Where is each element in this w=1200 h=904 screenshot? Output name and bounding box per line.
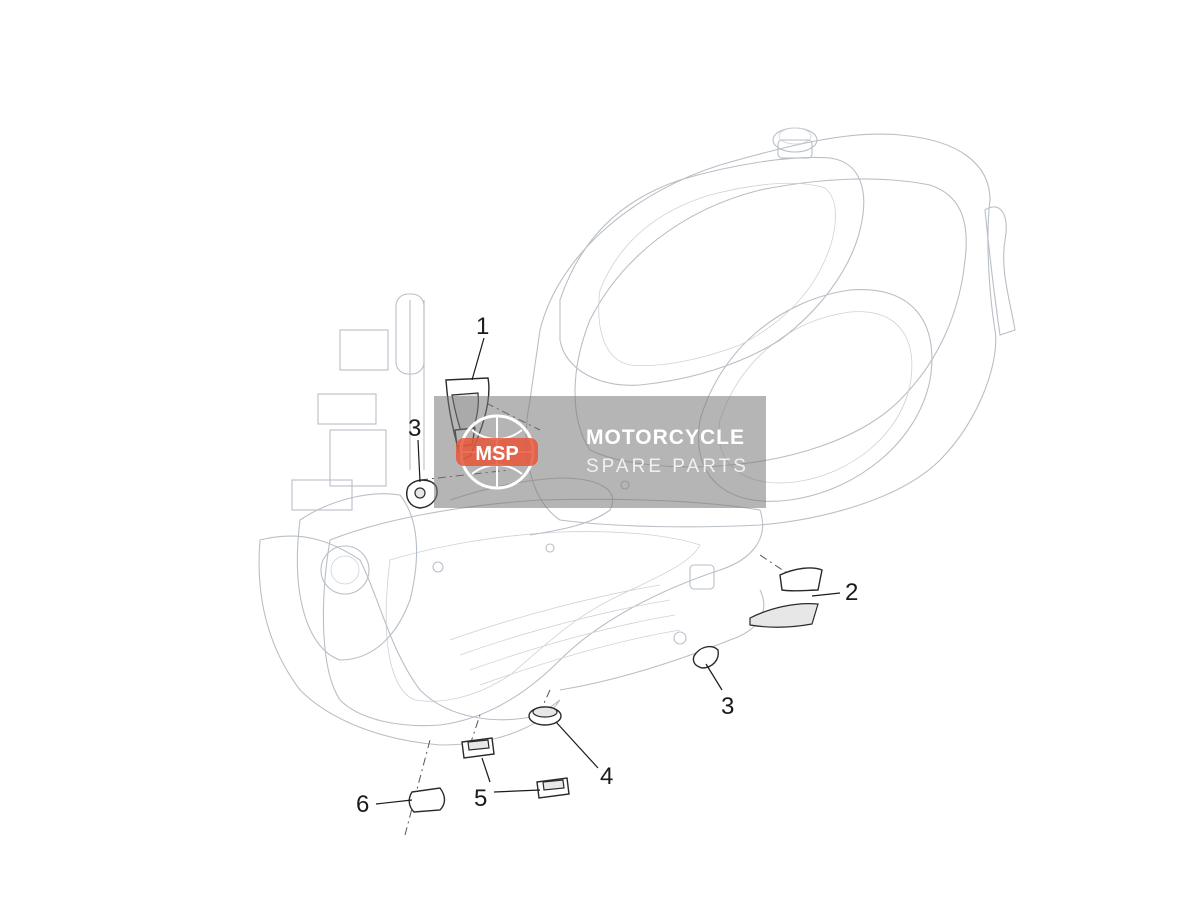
part-6-shape <box>408 787 446 813</box>
part-5-upper-shape <box>461 737 495 759</box>
leader-lines <box>375 337 841 805</box>
callout-6: 6 <box>356 791 369 818</box>
leader-6 <box>375 799 413 805</box>
part-4-shape <box>528 706 562 726</box>
callout-5: 5 <box>474 785 487 812</box>
watermark-line-2: SPARE PARTS <box>586 456 749 477</box>
callout-2: 2 <box>845 579 858 606</box>
leader-1 <box>471 337 485 381</box>
callout-3a: 3 <box>408 415 421 442</box>
part-5-lower-shape <box>536 777 570 799</box>
part-3a-shape <box>406 479 438 509</box>
leader-5b <box>493 789 541 793</box>
callout-4: 4 <box>600 763 613 790</box>
watermark-banner: MSP MOTORCYCLE SPARE PARTS <box>434 396 766 508</box>
leader-3a <box>417 439 421 483</box>
callout-labels: 1 2 3 3 4 5 6 <box>356 313 858 818</box>
callout-1: 1 <box>476 313 489 340</box>
leader-4 <box>555 721 599 769</box>
leader-2 <box>811 592 841 597</box>
leader-3b <box>705 663 723 691</box>
watermark-line-1: MOTORCYCLE <box>586 426 745 449</box>
svg-text:MSP: MSP <box>475 443 518 465</box>
msp-logo-icon: MSP <box>456 414 538 490</box>
callout-3b: 3 <box>721 693 734 720</box>
part-3b-shape <box>692 645 719 669</box>
leader-5a <box>481 757 491 783</box>
part-2-shape <box>749 567 823 628</box>
